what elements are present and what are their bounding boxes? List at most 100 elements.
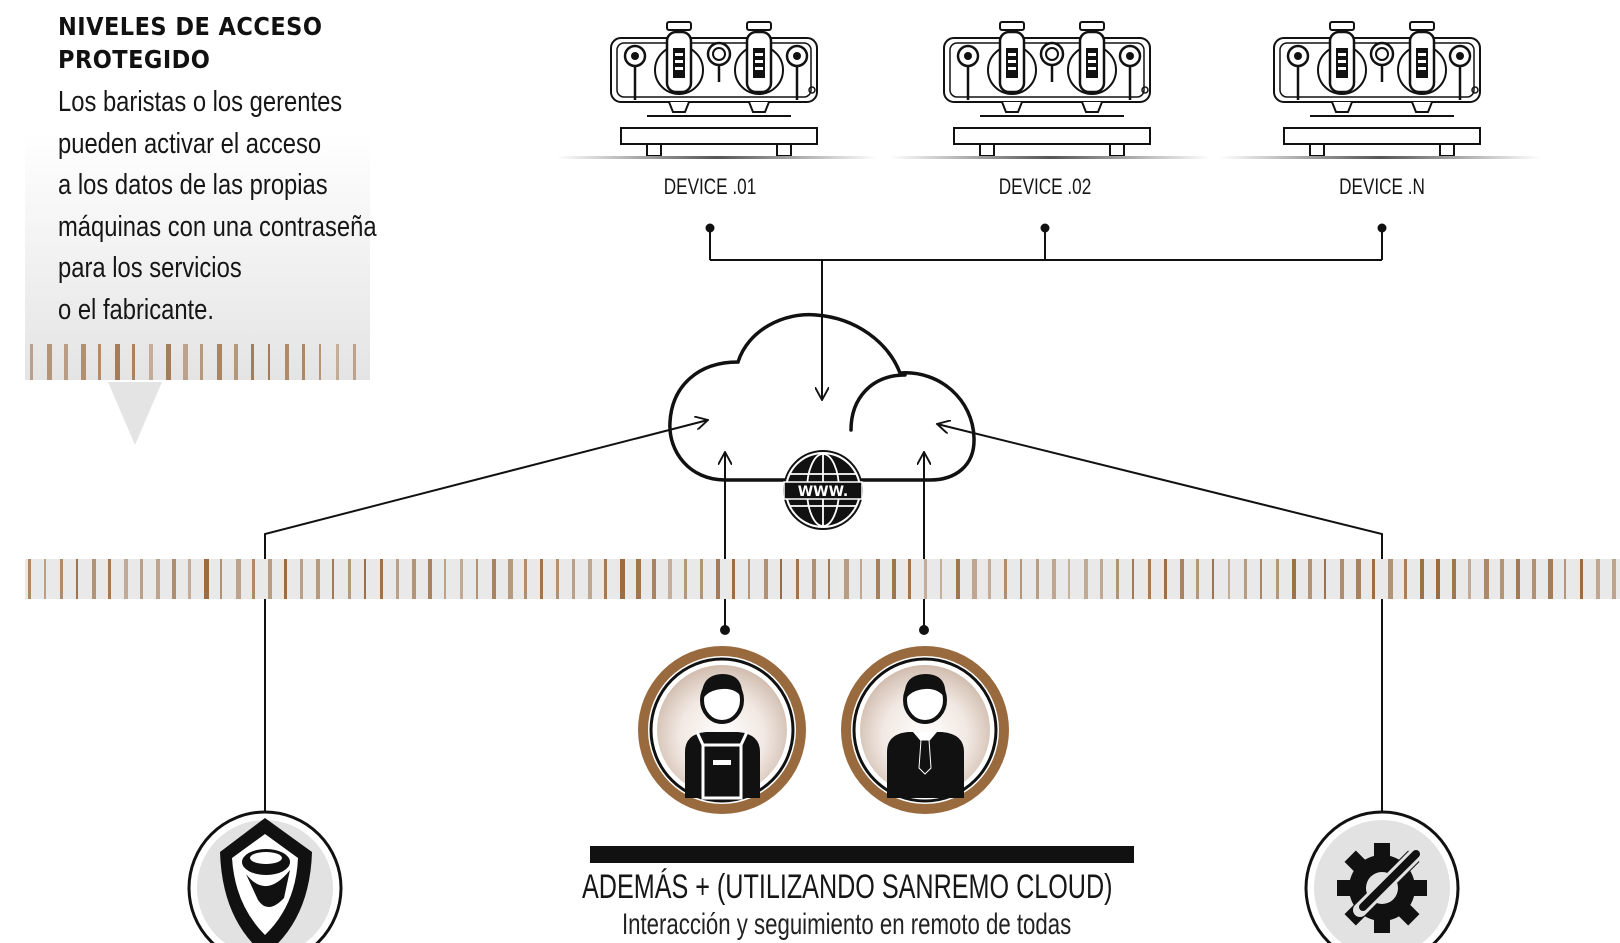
stripe — [1580, 559, 1583, 599]
stripe — [572, 559, 575, 599]
callout-body-line: máquinas con una contraseña — [58, 210, 377, 243]
stripe — [844, 559, 849, 599]
stripe — [428, 559, 432, 599]
stripe — [716, 559, 720, 599]
stripe — [115, 344, 120, 380]
stripe — [1340, 559, 1344, 599]
stripe — [860, 559, 862, 599]
stripe — [234, 344, 238, 380]
callout-title: NIVELES DE ACCESO PROTEGIDO — [58, 12, 323, 74]
stripe — [156, 559, 160, 599]
espresso-machine-icon — [555, 20, 879, 161]
callout-background — [25, 0, 370, 380]
section-divider — [590, 846, 1134, 863]
manager-icon — [887, 674, 964, 798]
espresso-machine-icon — [888, 20, 1212, 161]
device-bus — [709, 228, 1383, 400]
stripe — [1468, 559, 1471, 599]
access-point-manufacturer — [187, 810, 343, 943]
callout-body-line: a los datos de las propias — [58, 169, 328, 201]
stripe — [764, 559, 768, 599]
stripe — [956, 559, 960, 599]
stripe — [268, 344, 270, 380]
stripe — [1276, 559, 1279, 599]
stripe — [252, 559, 255, 599]
stripe — [1484, 559, 1489, 599]
manufacturer-shield-icon — [220, 818, 312, 943]
stripe — [940, 559, 942, 599]
connector-dot — [705, 223, 715, 233]
stripe — [396, 559, 399, 599]
stripe — [1020, 559, 1022, 599]
stripe — [268, 559, 272, 599]
additional-description: Interacción y seguimiento en remoto de t… — [622, 908, 1072, 941]
stripe — [1532, 559, 1536, 599]
stripe — [1164, 559, 1167, 599]
barista-icon — [685, 674, 760, 800]
callout-body-line: para los servicios — [58, 252, 242, 284]
callout-body-line: o el fabricante. — [58, 293, 214, 326]
stripe — [81, 344, 86, 380]
stripe — [220, 559, 222, 599]
user-avatar-manager — [841, 646, 1009, 814]
stripe — [183, 344, 188, 380]
stripe — [380, 559, 383, 599]
stripe — [780, 559, 782, 599]
stripe — [1116, 559, 1119, 599]
stripe — [1500, 559, 1504, 599]
stripe — [108, 559, 111, 599]
stripe — [460, 559, 463, 599]
stripe — [972, 559, 977, 599]
stripe — [140, 559, 143, 599]
stripe — [236, 559, 241, 599]
stripe — [1260, 559, 1262, 599]
stripe — [1212, 559, 1214, 599]
stripe — [353, 344, 356, 380]
stripe — [508, 559, 513, 599]
stripe — [60, 559, 63, 599]
stripe — [285, 344, 289, 380]
service-gear-icon — [1337, 843, 1427, 933]
callout-pointer — [108, 382, 162, 445]
stripe — [44, 559, 46, 599]
stripe — [1436, 559, 1440, 599]
stripe — [30, 344, 33, 380]
stripe — [1404, 559, 1407, 599]
stripe — [47, 344, 52, 380]
callout-body-line: Los baristas o los gerentes — [58, 86, 343, 118]
stripe — [908, 559, 911, 599]
connector-dot — [1040, 223, 1050, 233]
stripe — [336, 344, 339, 380]
connection-lines — [264, 420, 1383, 885]
stripe — [1132, 559, 1134, 599]
stripe — [1420, 559, 1424, 599]
stripe — [876, 559, 880, 599]
stripe — [1244, 559, 1247, 599]
stripe — [1292, 559, 1296, 599]
stripe — [1564, 559, 1566, 599]
stripe — [604, 559, 607, 599]
stripe — [636, 559, 641, 599]
stripe — [28, 559, 31, 599]
stripe — [251, 344, 254, 380]
stripe — [1324, 559, 1326, 599]
stripe — [540, 559, 543, 599]
globe-label: WWW. — [798, 484, 849, 500]
stripe — [988, 559, 991, 599]
stripe — [684, 559, 687, 599]
stripe — [892, 559, 896, 599]
stripe — [166, 344, 171, 380]
access-point-service — [1304, 810, 1460, 943]
stripe — [92, 559, 96, 599]
stripe — [217, 344, 222, 380]
callout-body-line: pueden activar el acceso — [58, 127, 322, 160]
stripe — [364, 559, 366, 599]
stripe — [204, 559, 209, 599]
stripe — [732, 559, 735, 599]
stripe — [284, 559, 287, 599]
stripe — [924, 559, 927, 599]
device-label-01: DEVICE .01 — [663, 174, 757, 199]
stripe — [1036, 559, 1039, 599]
espresso-machine-icon — [1218, 20, 1542, 161]
